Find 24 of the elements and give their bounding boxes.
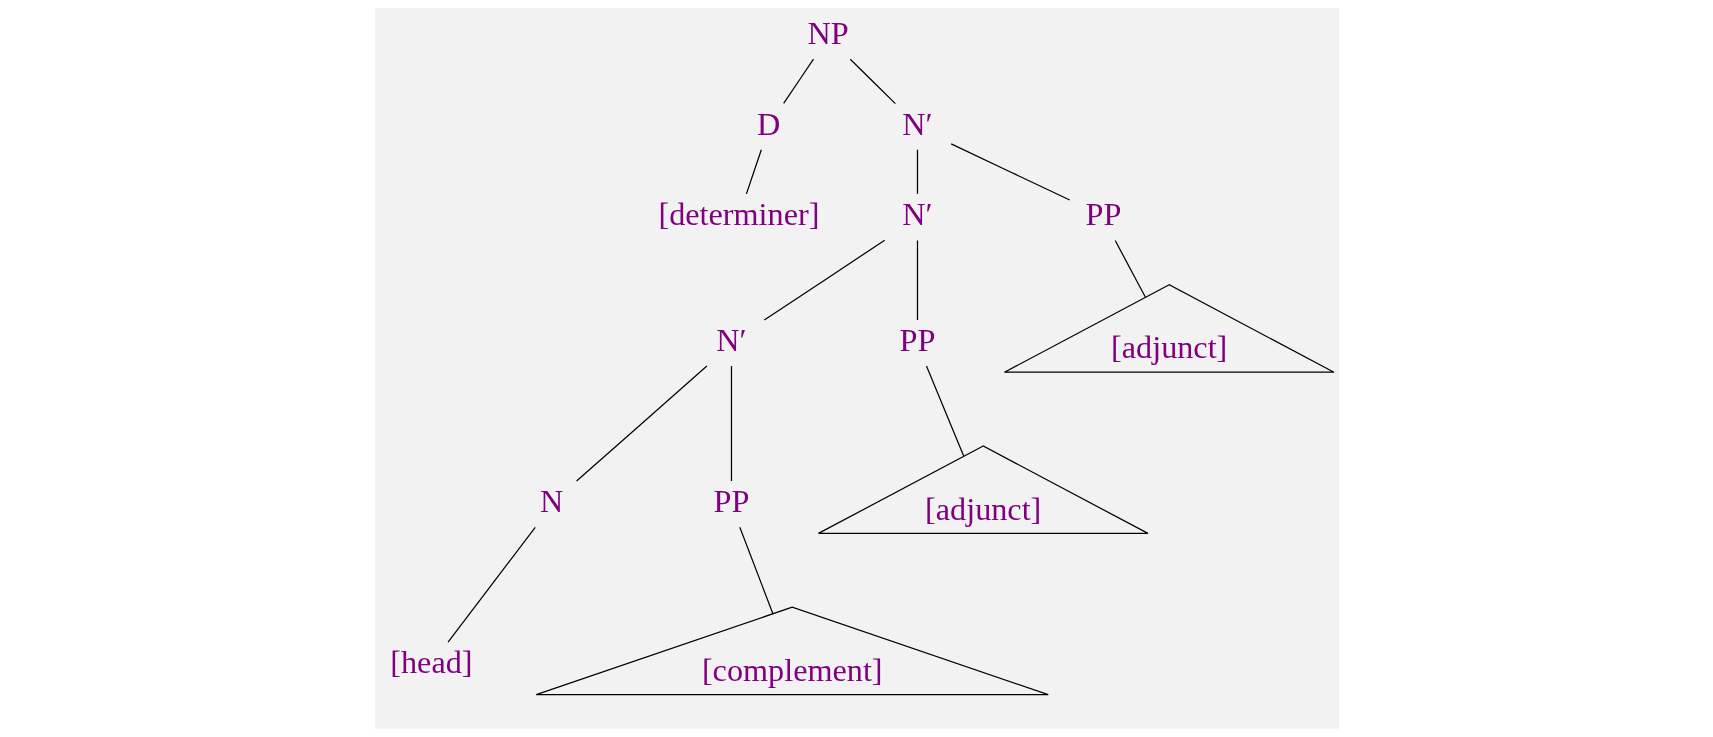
connector xyxy=(575,365,707,482)
connector xyxy=(849,58,896,105)
connector xyxy=(738,526,774,615)
node-text: PP xyxy=(899,321,935,358)
connector xyxy=(763,239,885,321)
connector xyxy=(925,365,964,457)
node-text: N xyxy=(539,483,563,520)
connector xyxy=(745,149,762,195)
node-text: N′ xyxy=(901,105,933,142)
node-text: D xyxy=(756,105,780,142)
node-text: PP xyxy=(713,483,749,520)
node-text: PP xyxy=(1085,196,1121,233)
node-text: [head] xyxy=(389,644,473,681)
connector xyxy=(730,365,732,482)
node-text: [determiner] xyxy=(657,196,819,233)
node-text: N′ xyxy=(715,321,747,358)
node-text: NP xyxy=(807,15,849,51)
connector xyxy=(446,526,536,643)
node-text: N′ xyxy=(901,196,933,233)
connector xyxy=(916,239,918,321)
connector xyxy=(950,143,1070,201)
connector xyxy=(1114,239,1146,298)
connector xyxy=(916,149,918,195)
connector xyxy=(782,58,814,104)
